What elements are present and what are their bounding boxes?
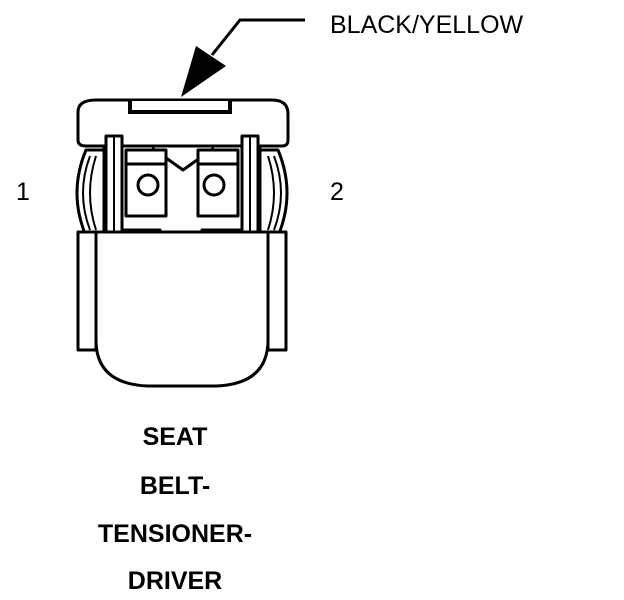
wire-leader-arrow	[181, 18, 305, 97]
connector-title-line-3: TENSIONER-	[97, 520, 253, 548]
pin-1-label: 1	[16, 178, 30, 206]
connector-title-line-1: SEAT	[142, 423, 208, 451]
connector-title-line-4: DRIVER	[127, 567, 223, 595]
wire-color-label: BLACK/YELLOW	[330, 11, 524, 39]
connector-title-line-2: BELT-	[139, 472, 211, 500]
connector-body	[75, 98, 290, 388]
pin-2-label: 2	[330, 178, 344, 206]
